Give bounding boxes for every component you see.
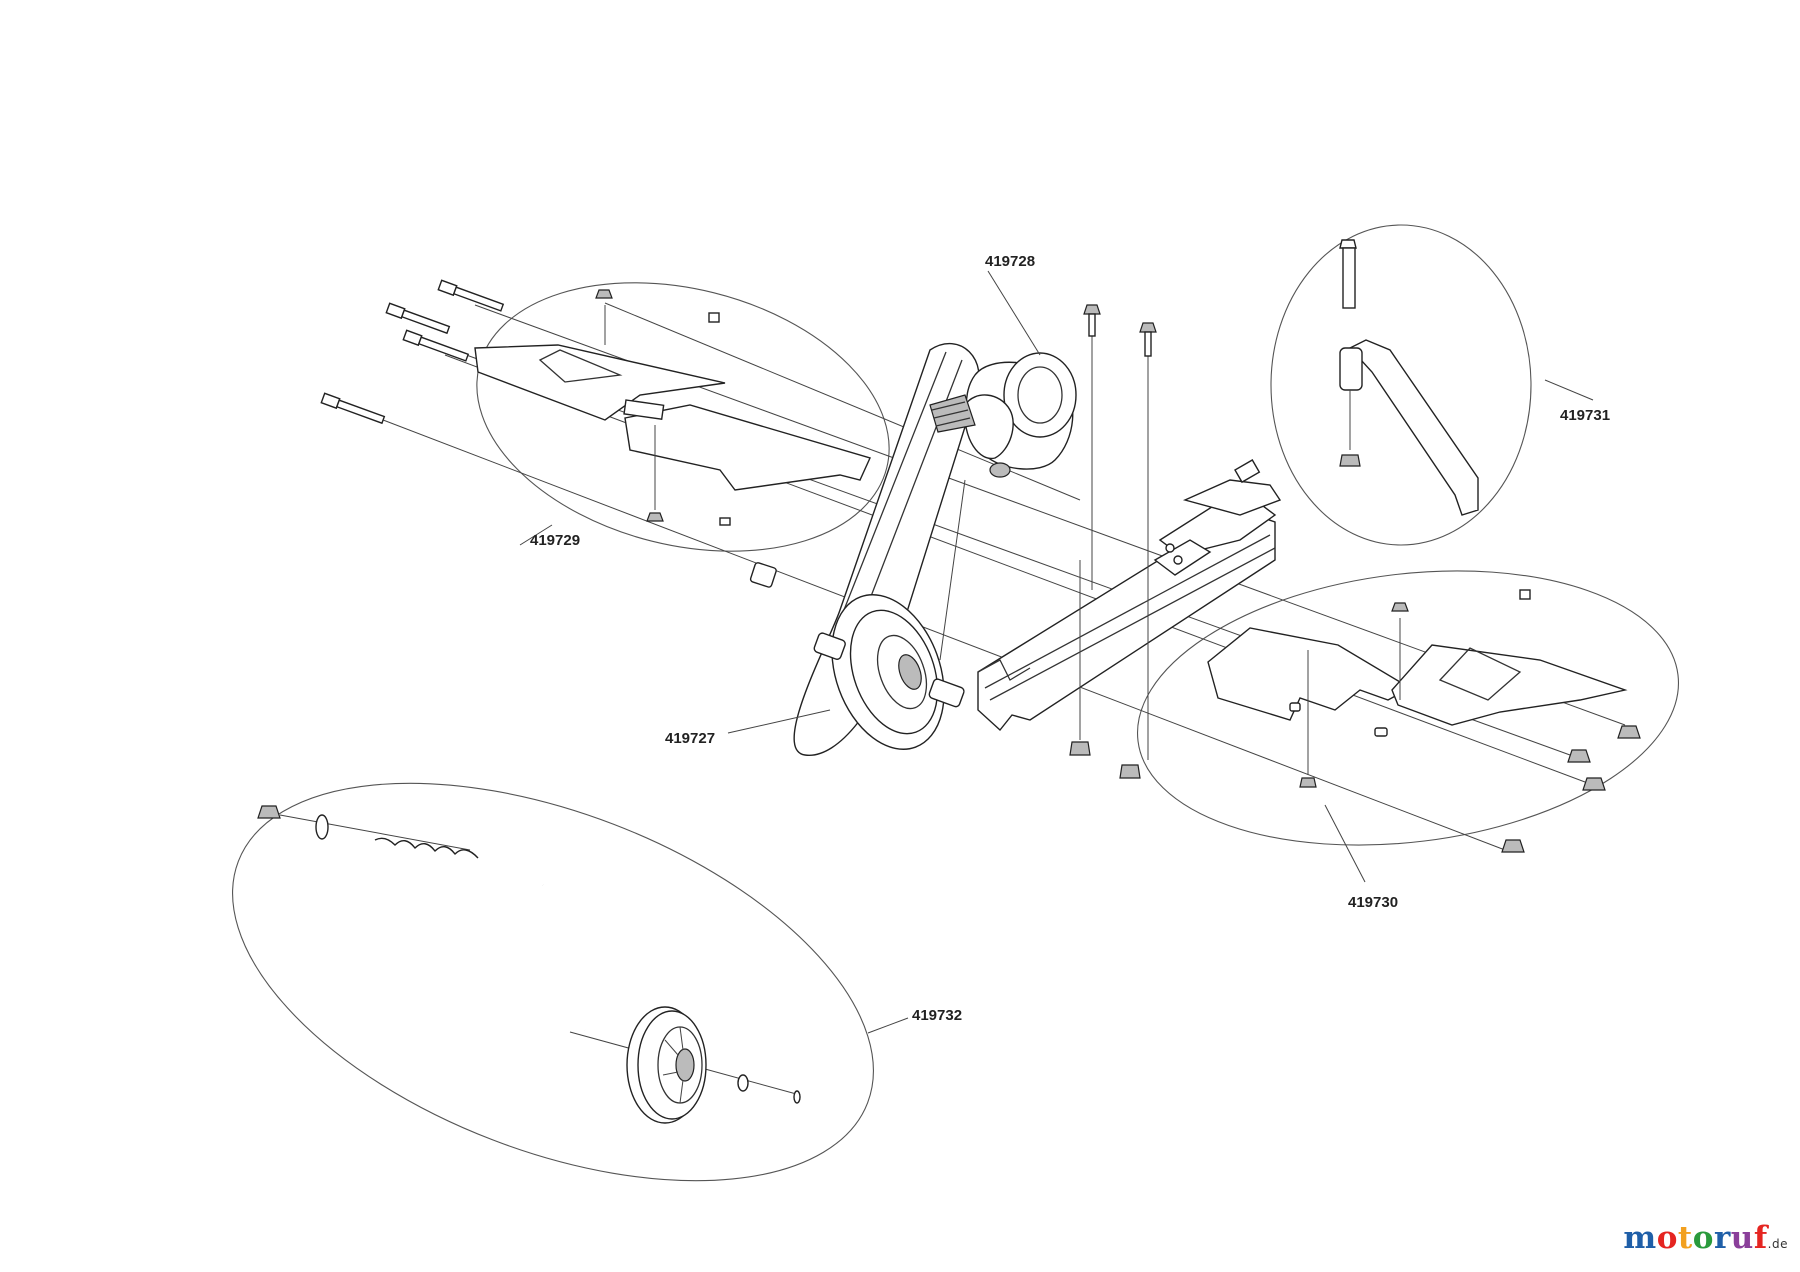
brand-letter: f — [1753, 1220, 1768, 1256]
long-bolts — [320, 279, 505, 425]
gearbox — [929, 352, 1077, 478]
brand-letter: t — [1677, 1220, 1693, 1256]
leader-lines — [519, 270, 1594, 1034]
label-419732: 419732 — [912, 1007, 962, 1024]
group-419731-ellipse — [1270, 224, 1532, 546]
brand-letter: m — [1623, 1220, 1657, 1256]
frame-bolts — [1069, 304, 1157, 779]
brand-logo-letters: motoruf — [1623, 1220, 1767, 1256]
frame-rail — [977, 320, 1282, 760]
belt-and-pulleys — [793, 343, 980, 756]
transport-wheel-assembly — [257, 805, 801, 1124]
brand-letter: o — [1692, 1220, 1714, 1256]
label-419731: 419731 — [1560, 407, 1610, 424]
left-tine-shield — [474, 289, 871, 588]
label-419730: 419730 — [1348, 894, 1398, 911]
group-419730-ellipse — [1136, 570, 1680, 846]
brand-letter: r — [1713, 1220, 1731, 1256]
brand-letter: o — [1656, 1220, 1678, 1256]
label-419728: 419728 — [985, 253, 1035, 270]
group-419732-ellipse — [232, 782, 874, 1182]
brand-letter: u — [1730, 1220, 1754, 1256]
brand-logo-suffix: .de — [1767, 1237, 1788, 1251]
right-nuts — [1501, 725, 1641, 853]
depth-stake — [1339, 239, 1479, 516]
right-tine-shield — [1207, 589, 1628, 788]
label-419729: 419729 — [530, 532, 580, 549]
label-419727: 419727 — [665, 730, 715, 747]
brand-logo: motoruf.de — [1623, 1220, 1788, 1256]
